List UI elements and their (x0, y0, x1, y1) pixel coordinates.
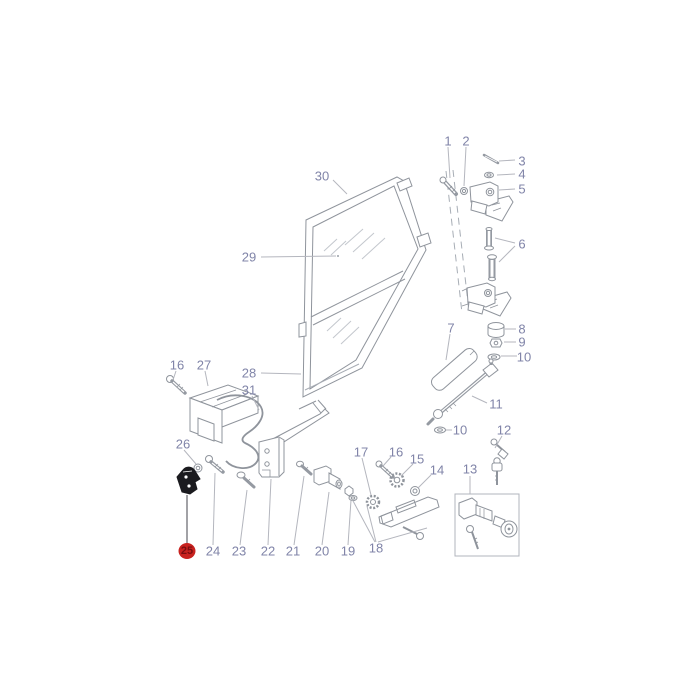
callout-19: 19 (340, 543, 356, 559)
callout-17: 17 (353, 444, 369, 460)
cap-8 (487, 322, 505, 338)
callout-23: 23 (231, 543, 247, 559)
latch-assembly-22 (258, 399, 330, 478)
washer-26 (193, 463, 203, 473)
grommet-4 (484, 171, 494, 179)
lock-kit-box-13 (454, 493, 520, 557)
callout-4: 4 (518, 166, 526, 182)
callout-8: 8 (518, 321, 526, 337)
keys-12 (490, 438, 509, 485)
strut-rod-11 (426, 358, 499, 426)
nut-washer-19 (344, 485, 358, 501)
strut-tube-7 (430, 347, 478, 391)
door-frame (298, 176, 432, 398)
callout-2: 2 (462, 133, 470, 149)
bracket-25-highlighted-part (176, 466, 201, 495)
hinge-pin-3 (482, 153, 500, 165)
callout-28: 28 (241, 365, 257, 381)
callout-13: 13 (462, 461, 478, 477)
toothed-washer-15 (389, 472, 405, 488)
callout-10b: 10 (452, 422, 468, 438)
callout-10: 10 (516, 349, 532, 365)
callout-7: 7 (447, 320, 455, 336)
callout-15: 15 (409, 451, 425, 467)
callout-30: 30 (314, 168, 330, 184)
callout-3: 3 (518, 153, 526, 169)
door-glass (323, 228, 386, 345)
callout-12: 12 (496, 422, 512, 438)
glass-pointer-dot (337, 255, 339, 257)
callout-16b: 16 (169, 357, 185, 373)
washer-14 (410, 486, 420, 496)
outer-handle-18 (378, 496, 440, 540)
callout-20: 20 (314, 543, 330, 559)
washer-10-lower (434, 426, 446, 434)
upper-hinge-5 (469, 181, 514, 222)
screw-23 (236, 471, 256, 489)
handle-bolt-16 (375, 460, 395, 479)
nut-9 (489, 338, 503, 348)
callout-29: 29 (241, 249, 257, 265)
screw-21 (296, 460, 313, 476)
callout-26: 26 (175, 436, 191, 452)
callout-16: 16 (388, 444, 404, 460)
callout-1: 1 (444, 133, 452, 149)
callout-11: 11 (489, 396, 503, 412)
spring-washer-2 (460, 187, 468, 195)
bracket-27 (188, 384, 260, 444)
callout-6: 6 (518, 236, 526, 252)
hinge-bolt-1 (439, 176, 458, 196)
callout-9: 9 (518, 334, 526, 350)
bolt-16-left (166, 375, 187, 395)
callout-5: 5 (518, 181, 526, 197)
callout-25-highlighted: 25 (178, 543, 196, 559)
callout-31: 31 (241, 382, 257, 398)
callout-18: 18 (368, 540, 384, 556)
seal-31 (216, 394, 264, 469)
callout-22: 22 (260, 543, 276, 559)
leader-lines (172, 146, 517, 546)
lower-hinge (461, 282, 512, 317)
callout-24: 24 (205, 543, 221, 559)
hinge-pins-6 (484, 227, 497, 282)
callout-14: 14 (429, 462, 445, 478)
bushing-20 (313, 465, 343, 490)
bolt-24 (205, 455, 225, 474)
toothed-washer-17 (365, 494, 381, 510)
callout-27: 27 (196, 357, 212, 373)
callout-21: 21 (285, 543, 301, 559)
